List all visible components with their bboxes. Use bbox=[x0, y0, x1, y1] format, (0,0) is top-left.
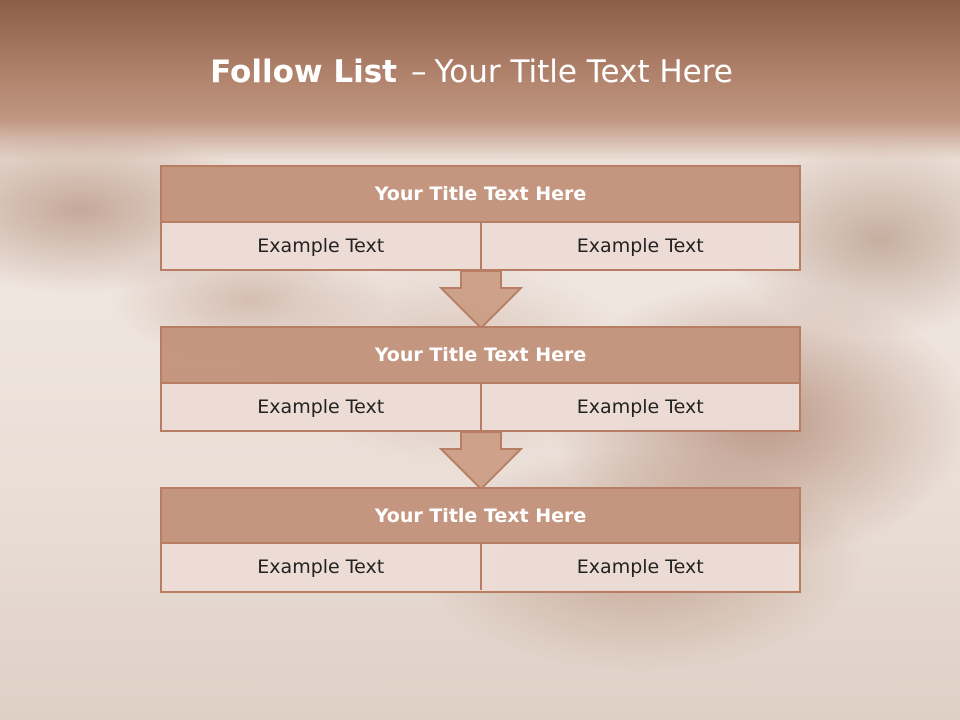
slide-title-separator: – bbox=[410, 54, 427, 90]
block-row: Example Text Example Text bbox=[162, 384, 799, 430]
block-title: Your Title Text Here bbox=[162, 489, 799, 544]
block-cell-left: Example Text bbox=[162, 384, 480, 430]
block-row: Example Text Example Text bbox=[162, 544, 799, 590]
block-title: Your Title Text Here bbox=[162, 167, 799, 223]
block-cell-left: Example Text bbox=[162, 544, 480, 590]
block-cell-right: Example Text bbox=[479, 223, 799, 269]
list-block-2: Your Title Text Here Example Text Exampl… bbox=[160, 326, 801, 432]
list-block-1: Your Title Text Here Example Text Exampl… bbox=[160, 165, 801, 271]
down-arrow-icon bbox=[439, 270, 523, 330]
list-block-3: Your Title Text Here Example Text Exampl… bbox=[160, 487, 801, 593]
header-band bbox=[0, 0, 960, 160]
slide-title: Follow List–Your Title Text Here bbox=[0, 54, 943, 90]
block-row: Example Text Example Text bbox=[162, 223, 799, 269]
down-arrow-icon bbox=[439, 431, 523, 491]
block-cell-right: Example Text bbox=[479, 544, 799, 590]
slide-title-bold: Follow List bbox=[210, 54, 397, 90]
block-cell-left: Example Text bbox=[162, 223, 480, 269]
block-title: Your Title Text Here bbox=[162, 328, 799, 384]
slide-title-rest: Your Title Text Here bbox=[434, 54, 733, 90]
block-cell-right: Example Text bbox=[479, 384, 799, 430]
